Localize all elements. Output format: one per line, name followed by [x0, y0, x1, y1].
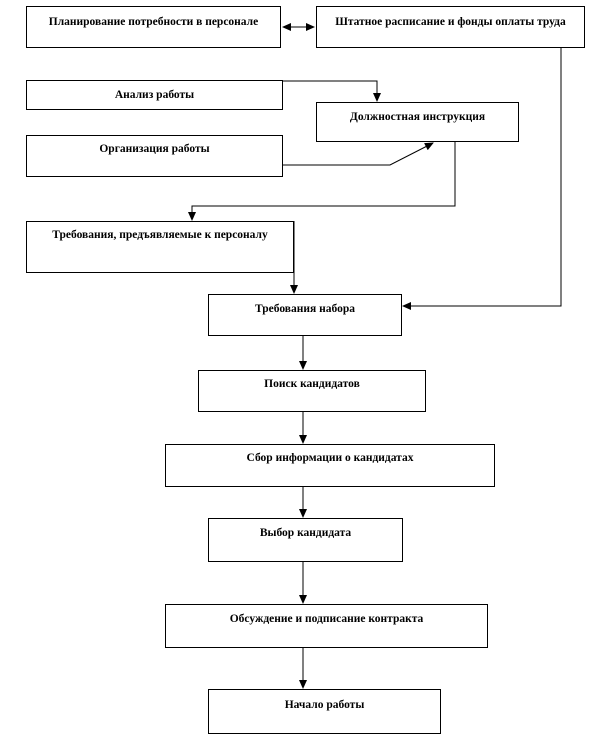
node-label: Организация работы: [99, 143, 210, 155]
node-contract-discussion: Обсуждение и подписание контракта: [165, 604, 488, 648]
node-job-analysis: Анализ работы: [26, 80, 283, 110]
node-staffing-schedule: Штатное расписание и фонды оплаты труда: [316, 6, 585, 48]
node-label: Требования набора: [255, 303, 355, 315]
node-recruitment-requirements: Требования набора: [208, 294, 402, 336]
node-label: Сбор информации о кандидатах: [246, 452, 414, 464]
node-candidate-search: Поиск кандидатов: [198, 370, 426, 412]
node-personnel-requirements: Требования, предъявляемые к персоналу: [26, 221, 294, 273]
node-label: Требования, предъявляемые к персоналу: [52, 229, 268, 241]
node-start-of-work: Начало работы: [208, 689, 441, 734]
edge-b3-b4: [283, 80, 381, 102]
node-label: Должностная инструкция: [349, 111, 486, 123]
node-label: Выбор кандидата: [259, 527, 352, 539]
node-job-description: Должностная инструкция: [316, 102, 519, 142]
edge-b5-b4: [283, 142, 434, 166]
node-label: Планирование потребности в персонале: [48, 16, 259, 28]
node-personnel-planning: Планирование потребности в персонале: [26, 6, 281, 48]
node-label: Обсуждение и подписание контракта: [229, 613, 424, 625]
node-candidate-selection: Выбор кандидата: [208, 518, 403, 562]
node-label: Анализ работы: [114, 89, 195, 101]
node-information-gathering: Сбор информации о кандидатах: [165, 444, 495, 487]
node-label: Поиск кандидатов: [264, 378, 360, 390]
edge-b4-b6: [188, 142, 456, 221]
node-work-organization: Организация работы: [26, 135, 283, 177]
edge-b2-b7: [402, 48, 562, 310]
node-label: Штатное расписание и фонды оплаты труда: [335, 16, 566, 28]
node-label: Начало работы: [284, 699, 365, 711]
